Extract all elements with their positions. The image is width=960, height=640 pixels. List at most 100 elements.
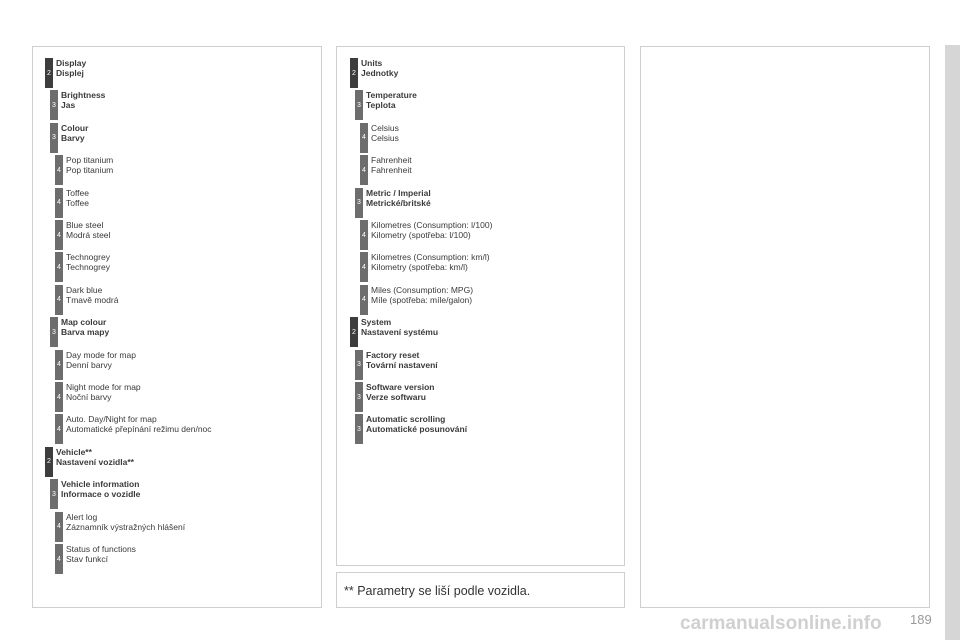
item-label-cz: Barvy xyxy=(61,132,85,143)
item-label-en: Alert log xyxy=(66,511,98,522)
item-label-cz: Tovární nastavení xyxy=(366,359,438,370)
item-label-en: Software version xyxy=(366,382,435,392)
item-label: Vehicle**Nastavení vozidla** xyxy=(56,447,134,467)
level-badge: 2 xyxy=(350,317,358,348)
item-label-en: Units xyxy=(361,58,383,68)
item-label-cz: Míle (spotřeba: míle/galon) xyxy=(371,294,473,305)
blank-panel xyxy=(640,46,930,608)
level-badge: 4 xyxy=(55,544,63,574)
item-label-en: Kilometres (Consumption: l/100) xyxy=(371,220,493,230)
item-label-en: Brightness xyxy=(61,90,106,101)
item-label-cz: Kilometry (spotřeba: l/100) xyxy=(371,230,471,240)
level-badge: 3 xyxy=(355,187,363,218)
level-badge: 2 xyxy=(45,58,53,88)
item-label-en: Status of functions xyxy=(66,544,136,554)
item-label-en: System xyxy=(361,317,392,328)
item-label-en: Celsius xyxy=(371,122,399,133)
item-label-cz: Informace o vozidle xyxy=(61,489,141,500)
level-badge: 4 xyxy=(55,382,63,412)
level-badge: 4 xyxy=(360,284,368,315)
item-label-en: Map colour xyxy=(61,317,107,328)
item-label-cz: Denní barvy xyxy=(66,359,112,370)
item-label-cz: Automatické posunování xyxy=(366,424,468,435)
level-badge: 4 xyxy=(360,155,368,186)
item-label-cz: Celsius xyxy=(371,132,399,143)
level-badge: 3 xyxy=(50,122,58,153)
level-badge: 3 xyxy=(50,90,58,121)
level-badge: 4 xyxy=(360,220,368,250)
level-badge: 4 xyxy=(55,252,63,283)
item-label-cz: Automatické přepínání režimu den/noc xyxy=(66,424,212,435)
level-badge: 3 xyxy=(355,90,363,121)
level-badge: 4 xyxy=(360,122,368,153)
item-label-cz: Teplota xyxy=(366,100,396,111)
item-label-en: Colour xyxy=(61,122,89,133)
item-label-en: Automatic scrolling xyxy=(366,414,446,425)
item-label-cz: Nastavení vozidla** xyxy=(56,456,134,467)
right-menu-panel xyxy=(336,46,625,566)
footnote-panel xyxy=(336,572,625,608)
item-label-cz: Jas xyxy=(61,100,76,111)
level-badge: 4 xyxy=(55,155,63,186)
level-badge: 4 xyxy=(55,414,63,445)
item-label-en: Blue steel xyxy=(66,220,104,230)
footnote-text: ** Parametry se liší podle vozidla. xyxy=(344,584,531,598)
item-label-cz: Metrické/britské xyxy=(366,197,431,208)
watermark-text: carmanualsonline.info xyxy=(680,613,882,634)
item-label-en: Kilometres (Consumption: km/l) xyxy=(371,252,490,263)
item-label-cz: Toffee xyxy=(66,197,90,208)
item-label-en: Display xyxy=(56,58,87,68)
level-badge: 3 xyxy=(355,382,363,412)
item-label-en: Technogrey xyxy=(66,252,110,263)
item-label-en: Night mode for map xyxy=(66,382,141,392)
item-label-en: Dark blue xyxy=(66,284,103,295)
item-label: Kilometres (Consumption: km/l)Kilometry … xyxy=(371,252,490,272)
item-label-cz: Fahrenheit xyxy=(371,165,412,176)
item-label-cz: Modrá steel xyxy=(66,230,111,240)
level-badge: 2 xyxy=(350,58,358,88)
item-label-cz: Noční barvy xyxy=(66,392,112,402)
item-label-en: Toffee xyxy=(66,187,90,198)
item-label-en: Temperature xyxy=(366,90,417,101)
item-label-en: Auto. Day/Night for map xyxy=(66,414,157,425)
item-label-cz: Displej xyxy=(56,68,84,78)
level-badge: 4 xyxy=(55,284,63,315)
page-edge-tab xyxy=(945,45,960,640)
level-badge: 3 xyxy=(355,414,363,445)
level-badge: 3 xyxy=(355,349,363,380)
level-badge: 4 xyxy=(55,511,63,542)
level-badge: 4 xyxy=(55,220,63,250)
level-badge: 3 xyxy=(50,317,58,348)
item-label: Kilometres (Consumption: l/100)Kilometry… xyxy=(371,220,492,240)
item-label-en: Vehicle** xyxy=(56,446,92,457)
item-label-cz: Barva mapy xyxy=(61,327,110,338)
level-badge: 2 xyxy=(45,446,53,477)
item-label: Miles (Consumption: MPG)Míle (spotřeba: … xyxy=(371,285,473,305)
item-label-cz: Tmavě modrá xyxy=(66,294,119,305)
item-label-en: Fahrenheit xyxy=(371,155,412,166)
item-label-cz: Pop titanium xyxy=(66,165,114,176)
level-badge: 4 xyxy=(55,187,63,218)
level-badge: 4 xyxy=(360,252,368,283)
level-badge: 3 xyxy=(50,479,58,510)
